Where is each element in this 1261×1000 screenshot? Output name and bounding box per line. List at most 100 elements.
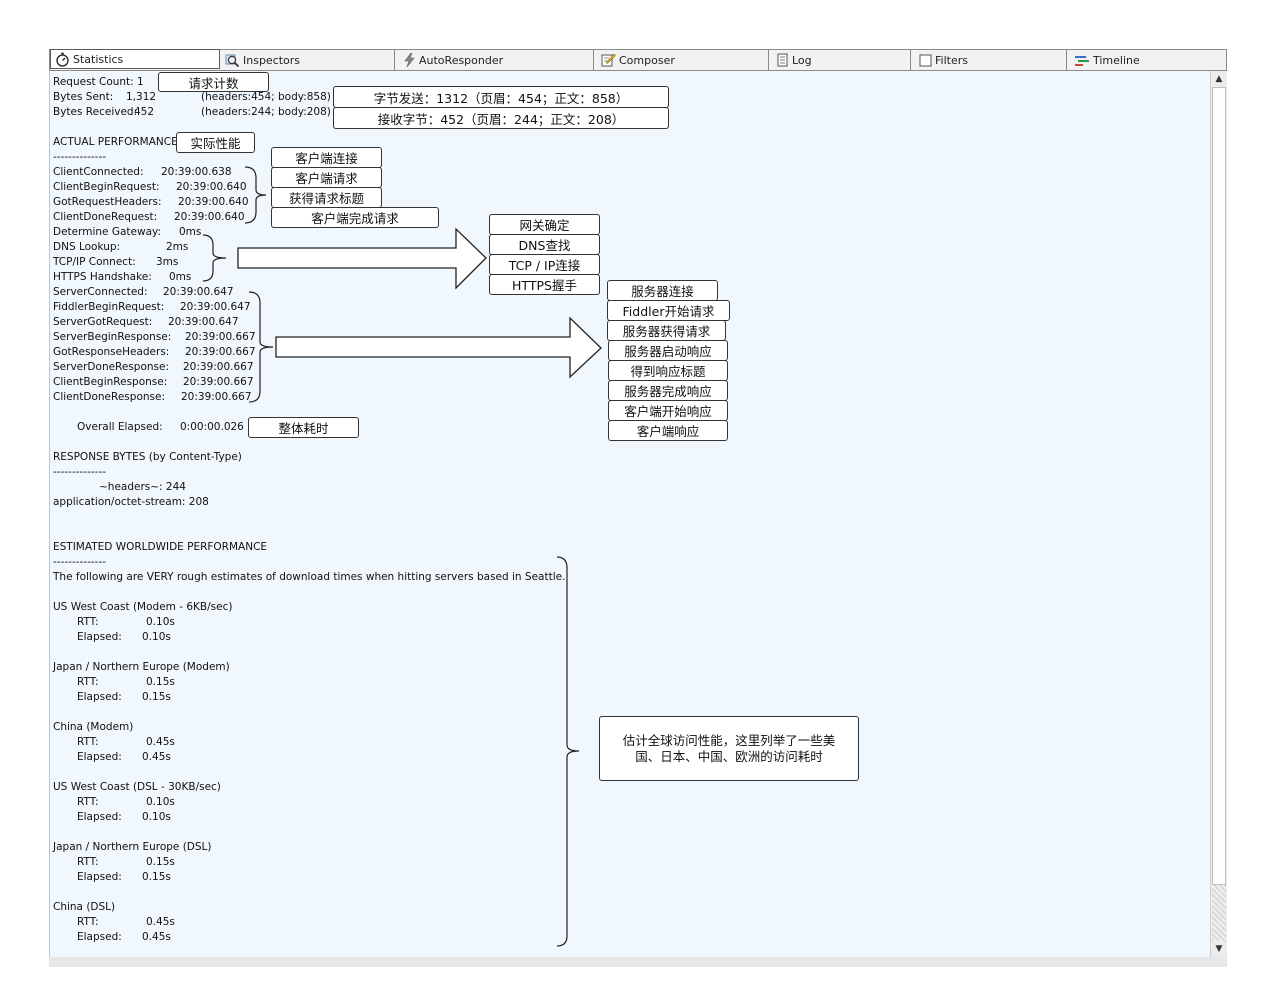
annotation-server-begin-response: 服务器启动响应	[608, 340, 728, 361]
timing-label: ServerGotRequest:	[53, 316, 153, 328]
tab-label: Composer	[619, 53, 675, 67]
actual-performance-heading: ACTUAL PERFORMANCE	[53, 136, 178, 148]
tab-label: AutoResponder	[419, 53, 504, 67]
rtt-label: RTT:	[77, 616, 99, 628]
timing-label: ClientConnected:	[53, 166, 144, 178]
timing-label: DNS Lookup:	[53, 241, 121, 253]
rtt-value: 0.45s	[146, 736, 175, 748]
scroll-up-icon[interactable]: ▲	[1215, 74, 1223, 84]
separator: --------------	[53, 556, 107, 568]
elapsed-label: Elapsed:	[77, 751, 122, 763]
timing-value: 20:39:00.647	[180, 301, 251, 313]
tab-autoresponder[interactable]: AutoResponder	[395, 50, 594, 70]
bytes-received-label: Bytes Received:	[53, 106, 138, 118]
timing-label: Determine Gateway:	[53, 226, 162, 238]
annotation-worldwide-performance: 估计全球访问性能，这里列举了一些美国、日本、中国、欧洲的访问耗时	[599, 716, 859, 781]
worldwide-note: The following are VERY rough estimates o…	[53, 571, 566, 583]
timing-value: 20:39:00.667	[183, 361, 254, 373]
timing-label: FiddlerBeginRequest:	[53, 301, 165, 313]
scroll-down-icon[interactable]: ▼	[1215, 944, 1223, 954]
timing-label: HTTPS Handshake:	[53, 271, 152, 283]
annotation-client-done-response: 客户端响应	[608, 420, 728, 441]
request-count-value: 1	[137, 76, 144, 88]
timing-label: GotResponseHeaders:	[53, 346, 170, 358]
annotation-determine-gateway: 网关确定	[489, 214, 600, 235]
timing-value: 20:39:00.667	[185, 331, 256, 343]
rtt-label: RTT:	[77, 736, 99, 748]
region-name: Japan / Northern Europe (Modem)	[53, 661, 230, 673]
vertical-scrollbar[interactable]: ▲ ▼	[1210, 71, 1227, 957]
tab-strip: Statistics Inspectors AutoResponder Comp…	[49, 49, 1227, 71]
tab-composer[interactable]: Composer	[594, 50, 769, 70]
elapsed-value: 0.10s	[142, 631, 171, 643]
annotation-tcp-connect: TCP / IP连接	[489, 254, 600, 275]
tab-statistics[interactable]: Statistics	[50, 49, 220, 69]
tab-label: Filters	[935, 53, 968, 67]
elapsed-label: Elapsed:	[77, 631, 122, 643]
timing-value: 2ms	[166, 241, 189, 253]
rtt-value: 0.15s	[146, 856, 175, 868]
annotation-server-got-request: 服务器获得请求	[607, 320, 726, 341]
timing-value: 0ms	[169, 271, 192, 283]
overall-elapsed-value: 0:00:00.026	[180, 421, 244, 433]
elapsed-label: Elapsed:	[77, 691, 122, 703]
timing-label: ServerConnected:	[53, 286, 148, 298]
separator: --------------	[53, 151, 107, 163]
annotation-got-request-headers: 获得请求标题	[271, 187, 382, 208]
timing-label: ServerBeginResponse:	[53, 331, 172, 343]
bytes-received-detail: (headers:244; body:208)	[201, 106, 331, 118]
response-bytes-heading: RESPONSE BYTES (by Content-Type)	[53, 451, 242, 463]
stopwatch-icon	[56, 52, 69, 67]
rtt-value: 0.10s	[146, 616, 175, 628]
pencil-icon	[601, 53, 616, 67]
timing-value: 20:39:00.647	[168, 316, 239, 328]
elapsed-value: 0.15s	[142, 871, 171, 883]
annotation-got-response-headers: 得到响应标题	[608, 360, 728, 381]
timing-value: 20:39:00.640	[176, 181, 247, 193]
checkbox-icon	[919, 54, 932, 66]
timing-value: 20:39:00.667	[183, 376, 254, 388]
timing-value: 0ms	[179, 226, 202, 238]
tab-inspectors[interactable]: Inspectors	[221, 50, 395, 70]
timing-label: GotRequestHeaders:	[53, 196, 162, 208]
annotation-client-connected: 客户端连接	[271, 147, 382, 168]
timing-value: 20:39:00.667	[181, 391, 252, 403]
tab-filters[interactable]: Filters	[911, 50, 1067, 70]
timing-value: 20:39:00.667	[185, 346, 256, 358]
elapsed-value: 0.10s	[142, 811, 171, 823]
tab-label: Log	[792, 53, 812, 67]
annotation-client-request: 客户端请求	[271, 167, 382, 188]
timing-label: ClientBeginResponse:	[53, 376, 168, 388]
annotation-overall-elapsed: 整体耗时	[248, 417, 359, 438]
region-name: China (Modem)	[53, 721, 134, 733]
bytes-sent-detail: (headers:454; body:858)	[201, 91, 331, 103]
rtt-value: 0.45s	[146, 916, 175, 928]
annotation-server-done-response: 服务器完成响应	[608, 380, 728, 401]
annotation-dns-lookup: DNS查找	[489, 234, 600, 255]
tab-timeline[interactable]: Timeline	[1067, 50, 1227, 70]
rtt-value: 0.10s	[146, 796, 175, 808]
separator: --------------	[53, 466, 107, 478]
request-count-label: Request Count:	[53, 76, 134, 88]
scrollbar-track[interactable]	[1212, 885, 1226, 941]
annotation-request-count: 请求计数	[158, 72, 269, 92]
bytes-received-value: 452	[134, 106, 155, 118]
tab-log[interactable]: Log	[769, 50, 911, 70]
region-name: China (DSL)	[53, 901, 116, 913]
timing-value: 20:39:00.640	[178, 196, 249, 208]
annotation-bytes-received: 接收字节：452（页眉：244；正文：208）	[333, 107, 669, 129]
annotation-server-connected: 服务器连接	[607, 280, 718, 301]
scrollbar-thumb[interactable]	[1212, 87, 1226, 885]
elapsed-value: 0.45s	[142, 931, 171, 943]
timing-value: 3ms	[156, 256, 179, 268]
rtt-label: RTT:	[77, 916, 99, 928]
statistics-panel	[49, 71, 1211, 957]
worldwide-heading: ESTIMATED WORLDWIDE PERFORMANCE	[53, 541, 268, 553]
bottom-strip	[49, 957, 1227, 967]
timing-value: 20:39:00.647	[163, 286, 234, 298]
annotation-client-begin-response: 客户端开始响应	[608, 400, 728, 421]
region-name: US West Coast (DSL - 30KB/sec)	[53, 781, 221, 793]
rtt-value: 0.15s	[146, 676, 175, 688]
rtt-label: RTT:	[77, 676, 99, 688]
elapsed-label: Elapsed:	[77, 811, 122, 823]
